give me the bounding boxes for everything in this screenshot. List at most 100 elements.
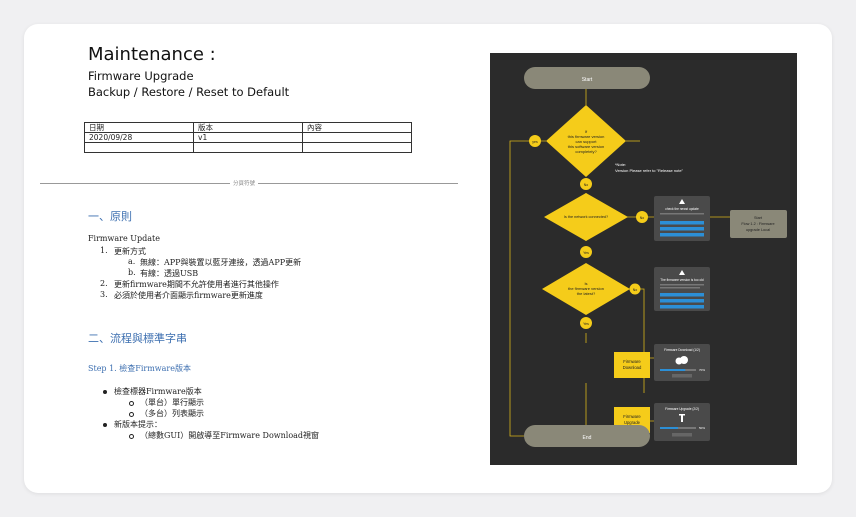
yes-label: yes xyxy=(532,140,538,144)
list-item: （總數GUI）開啟導至Firmware Download視窗 xyxy=(140,431,320,440)
list-number: 1. xyxy=(100,246,108,255)
upload-icon xyxy=(679,414,685,416)
panel-1-title: check the newst update xyxy=(665,207,699,211)
table-row: 2020/09/28 v1 xyxy=(84,132,412,143)
start-label: Start xyxy=(582,77,593,83)
yes-label: Yes xyxy=(583,322,589,326)
end-label: End xyxy=(583,435,592,441)
table-row xyxy=(84,142,412,153)
download-box-line: Firmware xyxy=(623,359,641,364)
decision-1-line: completely? xyxy=(575,149,597,154)
bullet-dot xyxy=(103,423,107,427)
panel-4-title: Firmware Upgrade (2/2) xyxy=(665,407,699,411)
panel-1-text-line xyxy=(660,213,704,215)
upgrade-box-line: Upgrade xyxy=(624,420,641,425)
content-card: Maintenance : Firmware Upgrade Backup / … xyxy=(24,24,832,493)
doc-title: Maintenance : xyxy=(88,44,216,65)
cell-date: 2020/09/28 xyxy=(84,132,194,143)
panel-2-button xyxy=(660,305,704,309)
decision-latest xyxy=(542,263,630,315)
list-letter: a. xyxy=(128,257,136,266)
warning-icon xyxy=(679,270,685,275)
bullet-circle xyxy=(129,412,134,417)
no-label: No xyxy=(633,288,638,292)
list-number: 2. xyxy=(100,279,108,288)
header-date: 日期 xyxy=(84,122,194,133)
doc-subtitle-backup: Backup / Restore / Reset to Default xyxy=(88,85,290,99)
yes-label: Yes xyxy=(583,251,589,255)
list-item: 無線：APP與裝置以藍牙連接，透過APP更新 xyxy=(140,258,302,267)
bullet-circle xyxy=(129,434,134,439)
doc-subtitle-firmware: Firmware Upgrade xyxy=(88,69,194,83)
panel-1-button xyxy=(660,233,704,237)
decision-3-line: Is xyxy=(584,281,587,286)
bullet-circle xyxy=(129,401,134,406)
list-letter: b. xyxy=(128,268,136,277)
decision-compatibility xyxy=(546,105,626,177)
yes-badge xyxy=(580,246,592,258)
panel-2-text-line xyxy=(660,287,700,289)
list-item: 必須於使用者介面顯示firmware更新進度 xyxy=(114,291,263,300)
list-item: （單台）單行顯示 xyxy=(140,398,204,407)
panel-3-title: Firmware Download (1/2) xyxy=(664,348,700,352)
firmware-flowchart: Start If this firmware version can suppo… xyxy=(490,53,797,465)
document-panel: Maintenance : Firmware Upgrade Backup / … xyxy=(24,24,484,493)
process-firmware-download xyxy=(614,352,650,378)
decision-1-line: If xyxy=(585,129,588,134)
yes-badge xyxy=(580,317,592,329)
table-header-row: 日期 版本 內容 xyxy=(84,122,412,133)
panel-2-title: The firmware version is too old xyxy=(660,278,704,282)
side-box-line: upgrade Local xyxy=(746,228,770,232)
upgrade-percent: 50% xyxy=(699,426,705,430)
no-label: No xyxy=(640,216,645,220)
header-version: 版本 xyxy=(193,122,303,133)
no-badge xyxy=(580,178,592,190)
step-1-heading: Step 1. 檢查Firmware版本 xyxy=(88,364,191,373)
page-break-label: 分頁符號 xyxy=(230,179,259,187)
panel-2-button xyxy=(660,299,704,303)
section-1-heading: 一、原則 xyxy=(88,210,132,223)
list-item: 新版本提示： xyxy=(114,420,162,429)
cell-content xyxy=(302,132,412,143)
download-progress-fill xyxy=(660,369,686,371)
revision-table: 日期 版本 內容 2020/09/28 v1 xyxy=(84,122,412,153)
cell-version: v1 xyxy=(193,132,303,143)
download-percent: 70% xyxy=(699,368,705,372)
no-badge xyxy=(636,211,648,223)
section-1-intro: Firmware Update xyxy=(88,234,160,243)
upgrade-progress-fill xyxy=(660,427,678,429)
decision-3-line: the latest? xyxy=(577,291,596,296)
decision-1-line: can support xyxy=(576,139,598,144)
cell-date xyxy=(84,142,194,153)
upload-icon-stem xyxy=(681,415,683,422)
side-box-line: Flow 1.2 : Firmware xyxy=(741,222,774,226)
side-box-line: Start xyxy=(754,216,763,220)
list-item: 檢查標器Firmware版本 xyxy=(114,387,202,396)
cloud-download-icon-part xyxy=(680,356,688,364)
download-cancel-button xyxy=(672,374,692,378)
list-item: 更新firmware期間不允許使用者進行其他操作 xyxy=(114,280,279,289)
list-item: （多台）列表顯示 xyxy=(140,409,204,418)
download-box-line: Download xyxy=(623,365,642,370)
no-badge xyxy=(629,283,641,295)
upgrade-cancel-button xyxy=(672,433,692,437)
side-box-local-upgrade xyxy=(730,210,787,238)
decision-2-label: Is the network connected? xyxy=(564,215,608,219)
header-content: 內容 xyxy=(302,122,412,133)
upgrade-box-line: Firmware xyxy=(623,414,641,419)
list-number: 3. xyxy=(100,290,108,299)
warning-icon xyxy=(679,199,685,204)
section-2-heading: 二、流程與標準字串 xyxy=(88,332,187,345)
panel-1-button xyxy=(660,227,704,231)
flowchart-canvas: Start If this firmware version can suppo… xyxy=(509,67,787,447)
list-item: 有線：透過USB xyxy=(140,269,199,278)
cell-version xyxy=(193,142,303,153)
decision-3-line: the firmware version xyxy=(568,286,604,291)
panel-2-button xyxy=(660,293,704,297)
start-terminal xyxy=(524,67,650,89)
yes-badge xyxy=(529,135,541,147)
end-terminal xyxy=(524,425,650,447)
note-line: Version Please refer to "Release note" xyxy=(615,168,684,173)
decision-1-line: this firmware version xyxy=(568,134,605,139)
panel-1-button xyxy=(660,221,704,225)
